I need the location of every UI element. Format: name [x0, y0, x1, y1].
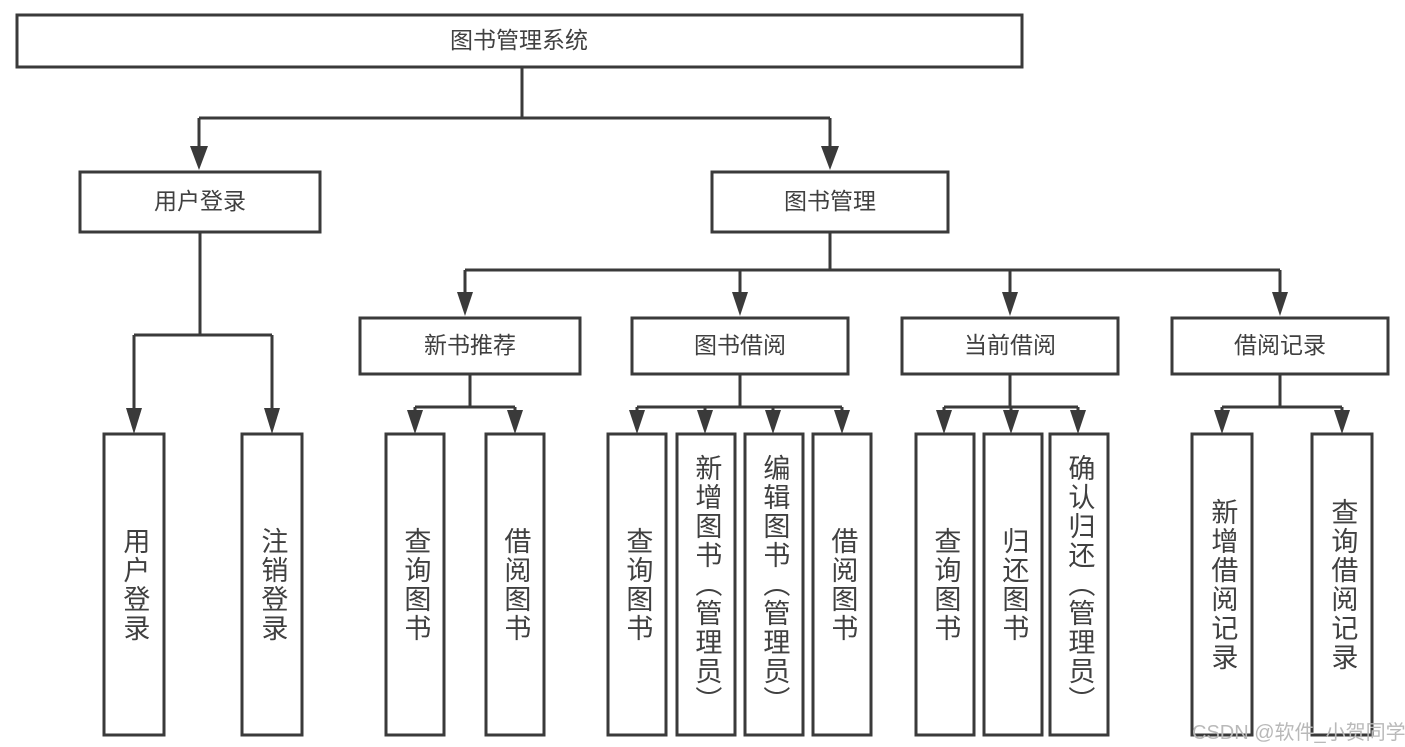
node-box-new-book-recommend[interactable] — [358, 316, 582, 376]
leaf-label-bb-edit-book-admin: 编辑图书（管理员） — [759, 454, 790, 715]
leaf-label-bb-query-book: 查询图书 — [622, 526, 653, 643]
leaf-label-logout: 注销登录 — [257, 526, 288, 643]
leaf-box-br-add-record[interactable] — [1190, 432, 1254, 737]
leaf-label-user-login: 用户登录 — [119, 526, 150, 643]
arrow-head-br-leaf-1 — [1214, 410, 1230, 434]
leaf-label-bb-add-book-admin: 新增图书（管理员） — [691, 454, 722, 715]
leaf-box-cb-return-book[interactable] — [982, 432, 1044, 737]
arrow-head-nb-leaf-1 — [407, 410, 423, 434]
arrow-head-bb-leaf-4 — [834, 410, 850, 434]
leaf-box-bb-borrow-book[interactable] — [811, 432, 873, 737]
arrow-head-book-mgmt — [821, 146, 839, 170]
leaf-label-cb-confirm-return-admin: 确认归还（管理员） — [1064, 454, 1095, 715]
leaf-label-bb-borrow-book: 借阅图书 — [827, 526, 858, 643]
leaf-box-nb-query-book[interactable] — [384, 432, 446, 737]
arrow-head-nb-leaf-2 — [507, 410, 523, 434]
leaf-label-br-add-record: 新增借阅记录 — [1207, 497, 1238, 672]
arrow-head-leaf-user-login — [126, 408, 142, 434]
leaf-box-bb-query-book[interactable] — [606, 432, 668, 737]
arrow-head-bb-leaf-3 — [765, 410, 781, 434]
node-label-user-login: 用户登录 — [154, 188, 246, 214]
arrow-head-cb-leaf-3 — [1070, 410, 1086, 434]
leaf-label-nb-borrow-book: 借阅图书 — [500, 526, 531, 643]
leaf-box-nb-borrow-book[interactable] — [484, 432, 546, 737]
leaf-box-logout[interactable] — [240, 432, 304, 737]
leaf-box-br-query-record[interactable] — [1310, 432, 1374, 737]
arrow-head-book-borrow — [732, 292, 748, 316]
node-label-book-borrow: 图书借阅 — [694, 332, 786, 358]
leaf-label-nb-query-book: 查询图书 — [400, 526, 431, 643]
leaf-label-cb-return-book: 归还图书 — [998, 526, 1029, 643]
node-box-root[interactable] — [15, 13, 1024, 69]
leaf-box-cb-query-book[interactable] — [914, 432, 976, 737]
arrow-head-bb-leaf-1 — [629, 410, 645, 434]
arrow-head-cb-leaf-1 — [936, 410, 952, 434]
arrow-head-cb-leaf-2 — [1003, 410, 1019, 434]
arrow-head-br-leaf-2 — [1334, 410, 1350, 434]
leaf-box-cb-confirm-return-admin[interactable] — [1048, 432, 1110, 737]
leaf-box-bb-add-book-admin[interactable] — [675, 432, 737, 737]
arrow-head-borrow-record — [1272, 292, 1288, 316]
arrow-head-new-book — [457, 292, 473, 316]
node-label-new-book-recommend: 新书推荐 — [424, 332, 516, 358]
node-box-book-borrow[interactable] — [630, 316, 850, 376]
arrow-head-current-borrow — [1002, 292, 1018, 316]
node-label-root: 图书管理系统 — [450, 27, 588, 53]
node-label-current-borrow: 当前借阅 — [964, 332, 1056, 358]
node-label-borrow-record: 借阅记录 — [1234, 332, 1326, 358]
arrow-head-user-login — [190, 146, 208, 170]
node-label-book-management: 图书管理 — [784, 188, 876, 214]
leaf-label-br-query-record: 查询借阅记录 — [1327, 497, 1358, 672]
csdn-watermark: CSDN @软件_小贺同学 — [1192, 722, 1405, 744]
arrow-head-bb-leaf-2 — [697, 410, 713, 434]
leaf-label-cb-query-book: 查询图书 — [930, 526, 961, 643]
leaf-box-user-login[interactable] — [102, 432, 166, 737]
arrow-head-leaf-logout — [264, 408, 280, 434]
leaf-box-bb-edit-book-admin[interactable] — [743, 432, 805, 737]
node-box-current-borrow[interactable] — [900, 316, 1120, 376]
